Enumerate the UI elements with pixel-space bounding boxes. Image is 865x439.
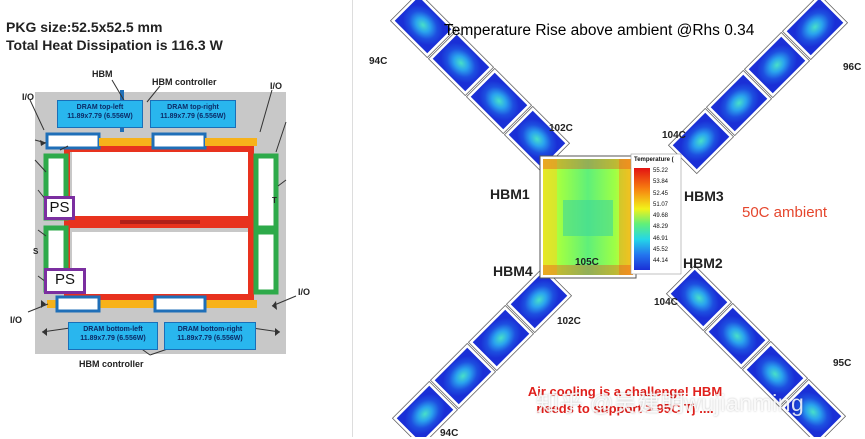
bottom-middle-blue-bar xyxy=(153,295,207,313)
bottom-die-body xyxy=(72,232,250,296)
hbm2-label: HBM2 xyxy=(683,255,723,271)
dram-top-left-box: DRAM top-left 11.89x7.79 (6.556W) xyxy=(57,100,143,128)
temp-102c-top: 102C xyxy=(549,123,573,134)
bottom-left-blue-bar xyxy=(55,295,101,313)
temp-96c: 96C xyxy=(843,62,862,73)
temp-102c-bottom: 102C xyxy=(557,316,581,327)
legend-value: 48.29 xyxy=(653,224,669,231)
dram-top-right-name: DRAM top-right xyxy=(167,104,219,111)
cooling-note-line2: needs to support > 95C Tj .... xyxy=(536,401,714,416)
hbm3-label: HBM3 xyxy=(684,188,724,204)
hbm1-label: HBM1 xyxy=(490,186,530,202)
thermal-map-graphics xyxy=(389,0,849,437)
hbm-controller-bottom-label: HBM controller xyxy=(79,359,144,369)
heat-dissipation-title: Total Heat Dissipation is 116.3 W xyxy=(6,37,223,53)
legend-value: 45.52 xyxy=(653,247,669,254)
hbm-label: HBM xyxy=(92,69,113,79)
legend-value: 55.22 xyxy=(653,168,669,174)
right-bottom-green-block xyxy=(253,229,279,295)
dram-bottom-left-size: 11.89x7.79 (6.556W) xyxy=(80,335,146,342)
hbm2-arm xyxy=(665,264,847,437)
legend-value: 46.91 xyxy=(653,235,669,242)
cooling-note-line1: Air cooling is a challenge! HBM xyxy=(527,384,723,399)
top-middle-blue-bar xyxy=(151,132,207,150)
hbm-controller-top-label: HBM controller xyxy=(152,77,217,87)
dram-top-left-name: DRAM top-left xyxy=(76,104,124,111)
panel-divider xyxy=(352,0,353,437)
hbm1-arm xyxy=(389,0,571,173)
hbm3-arm xyxy=(667,0,849,175)
legend-value: 53.84 xyxy=(653,179,669,186)
cooling-note: Air cooling is a challenge! HBM needs to… xyxy=(505,383,745,417)
temp-94c-top: 94C xyxy=(369,56,388,67)
watermark: 知乎 @吴建明wujianming xyxy=(536,390,805,416)
top-yellow-bar-2 xyxy=(205,138,255,146)
legend-values: 55.22 53.84 52.45 51.07 49.68 48.29 46.9… xyxy=(653,168,681,270)
top-die-body xyxy=(72,150,250,222)
legend-title: Temperature ( xyxy=(634,157,674,163)
dram-top-left-size: 11.89x7.79 (6.556W) xyxy=(67,113,133,120)
legend-value: 51.07 xyxy=(653,201,669,208)
dram-bottom-right-size: 11.89x7.79 (6.556W) xyxy=(177,335,243,342)
edge-letter-t: T xyxy=(272,196,277,205)
temp-94c-bottom: 94C xyxy=(440,428,459,439)
hbm4-label: HBM4 xyxy=(493,263,533,279)
center-bar-highlight xyxy=(120,220,200,224)
legend-value: 52.45 xyxy=(653,190,669,197)
dram-bottom-right-name: DRAM bottom-right xyxy=(177,326,243,333)
package-layout-graphics xyxy=(27,79,297,356)
dram-top-right-size: 11.89x7.79 (6.556W) xyxy=(160,113,226,120)
thermal-title: Temperature Rise above ambient @Rhs 0.34 xyxy=(444,22,755,39)
dram-bottom-left-box: DRAM bottom-left 11.89x7.79 (6.556W) xyxy=(68,322,158,350)
temp-104c-top: 104C xyxy=(662,130,686,141)
top-left-blue-bar xyxy=(45,132,101,150)
io-bottom-right-label: I/O xyxy=(298,287,311,297)
io-top-right-label: I/O xyxy=(270,81,283,91)
pkg-size-title: PKG size:52.5x52.5 mm xyxy=(6,19,163,35)
hbm4-arm xyxy=(391,266,573,437)
ambient-label: 50C ambient xyxy=(742,204,828,221)
temp-105c: 105C xyxy=(575,257,599,268)
temp-95c: 95C xyxy=(833,358,852,369)
legend-value: 49.68 xyxy=(653,213,669,220)
io-bottom-left-label: I/O xyxy=(10,315,23,325)
right-top-green-block xyxy=(253,153,279,231)
edge-letter-s: S xyxy=(33,247,39,256)
ps-top-box: PS xyxy=(44,196,75,220)
ps-bottom-box: PS xyxy=(44,268,86,294)
io-top-left-label: I/O xyxy=(22,92,35,102)
top-yellow-bar-1 xyxy=(99,138,151,146)
dram-top-right-box: DRAM top-right 11.89x7.79 (6.556W) xyxy=(150,100,236,128)
dram-bottom-left-name: DRAM bottom-left xyxy=(83,326,143,333)
bottom-yellow-bar-2 xyxy=(207,300,253,308)
bottom-yellow-bar-1 xyxy=(101,300,153,308)
legend-colorbar xyxy=(634,168,650,270)
legend-value: 44.14 xyxy=(653,258,669,265)
pkg-title-block: PKG size:52.5x52.5 mm Total Heat Dissipa… xyxy=(6,18,223,54)
dram-bottom-right-box: DRAM bottom-right 11.89x7.79 (6.556W) xyxy=(164,322,256,350)
temp-104c-bottom: 104C xyxy=(654,297,678,308)
